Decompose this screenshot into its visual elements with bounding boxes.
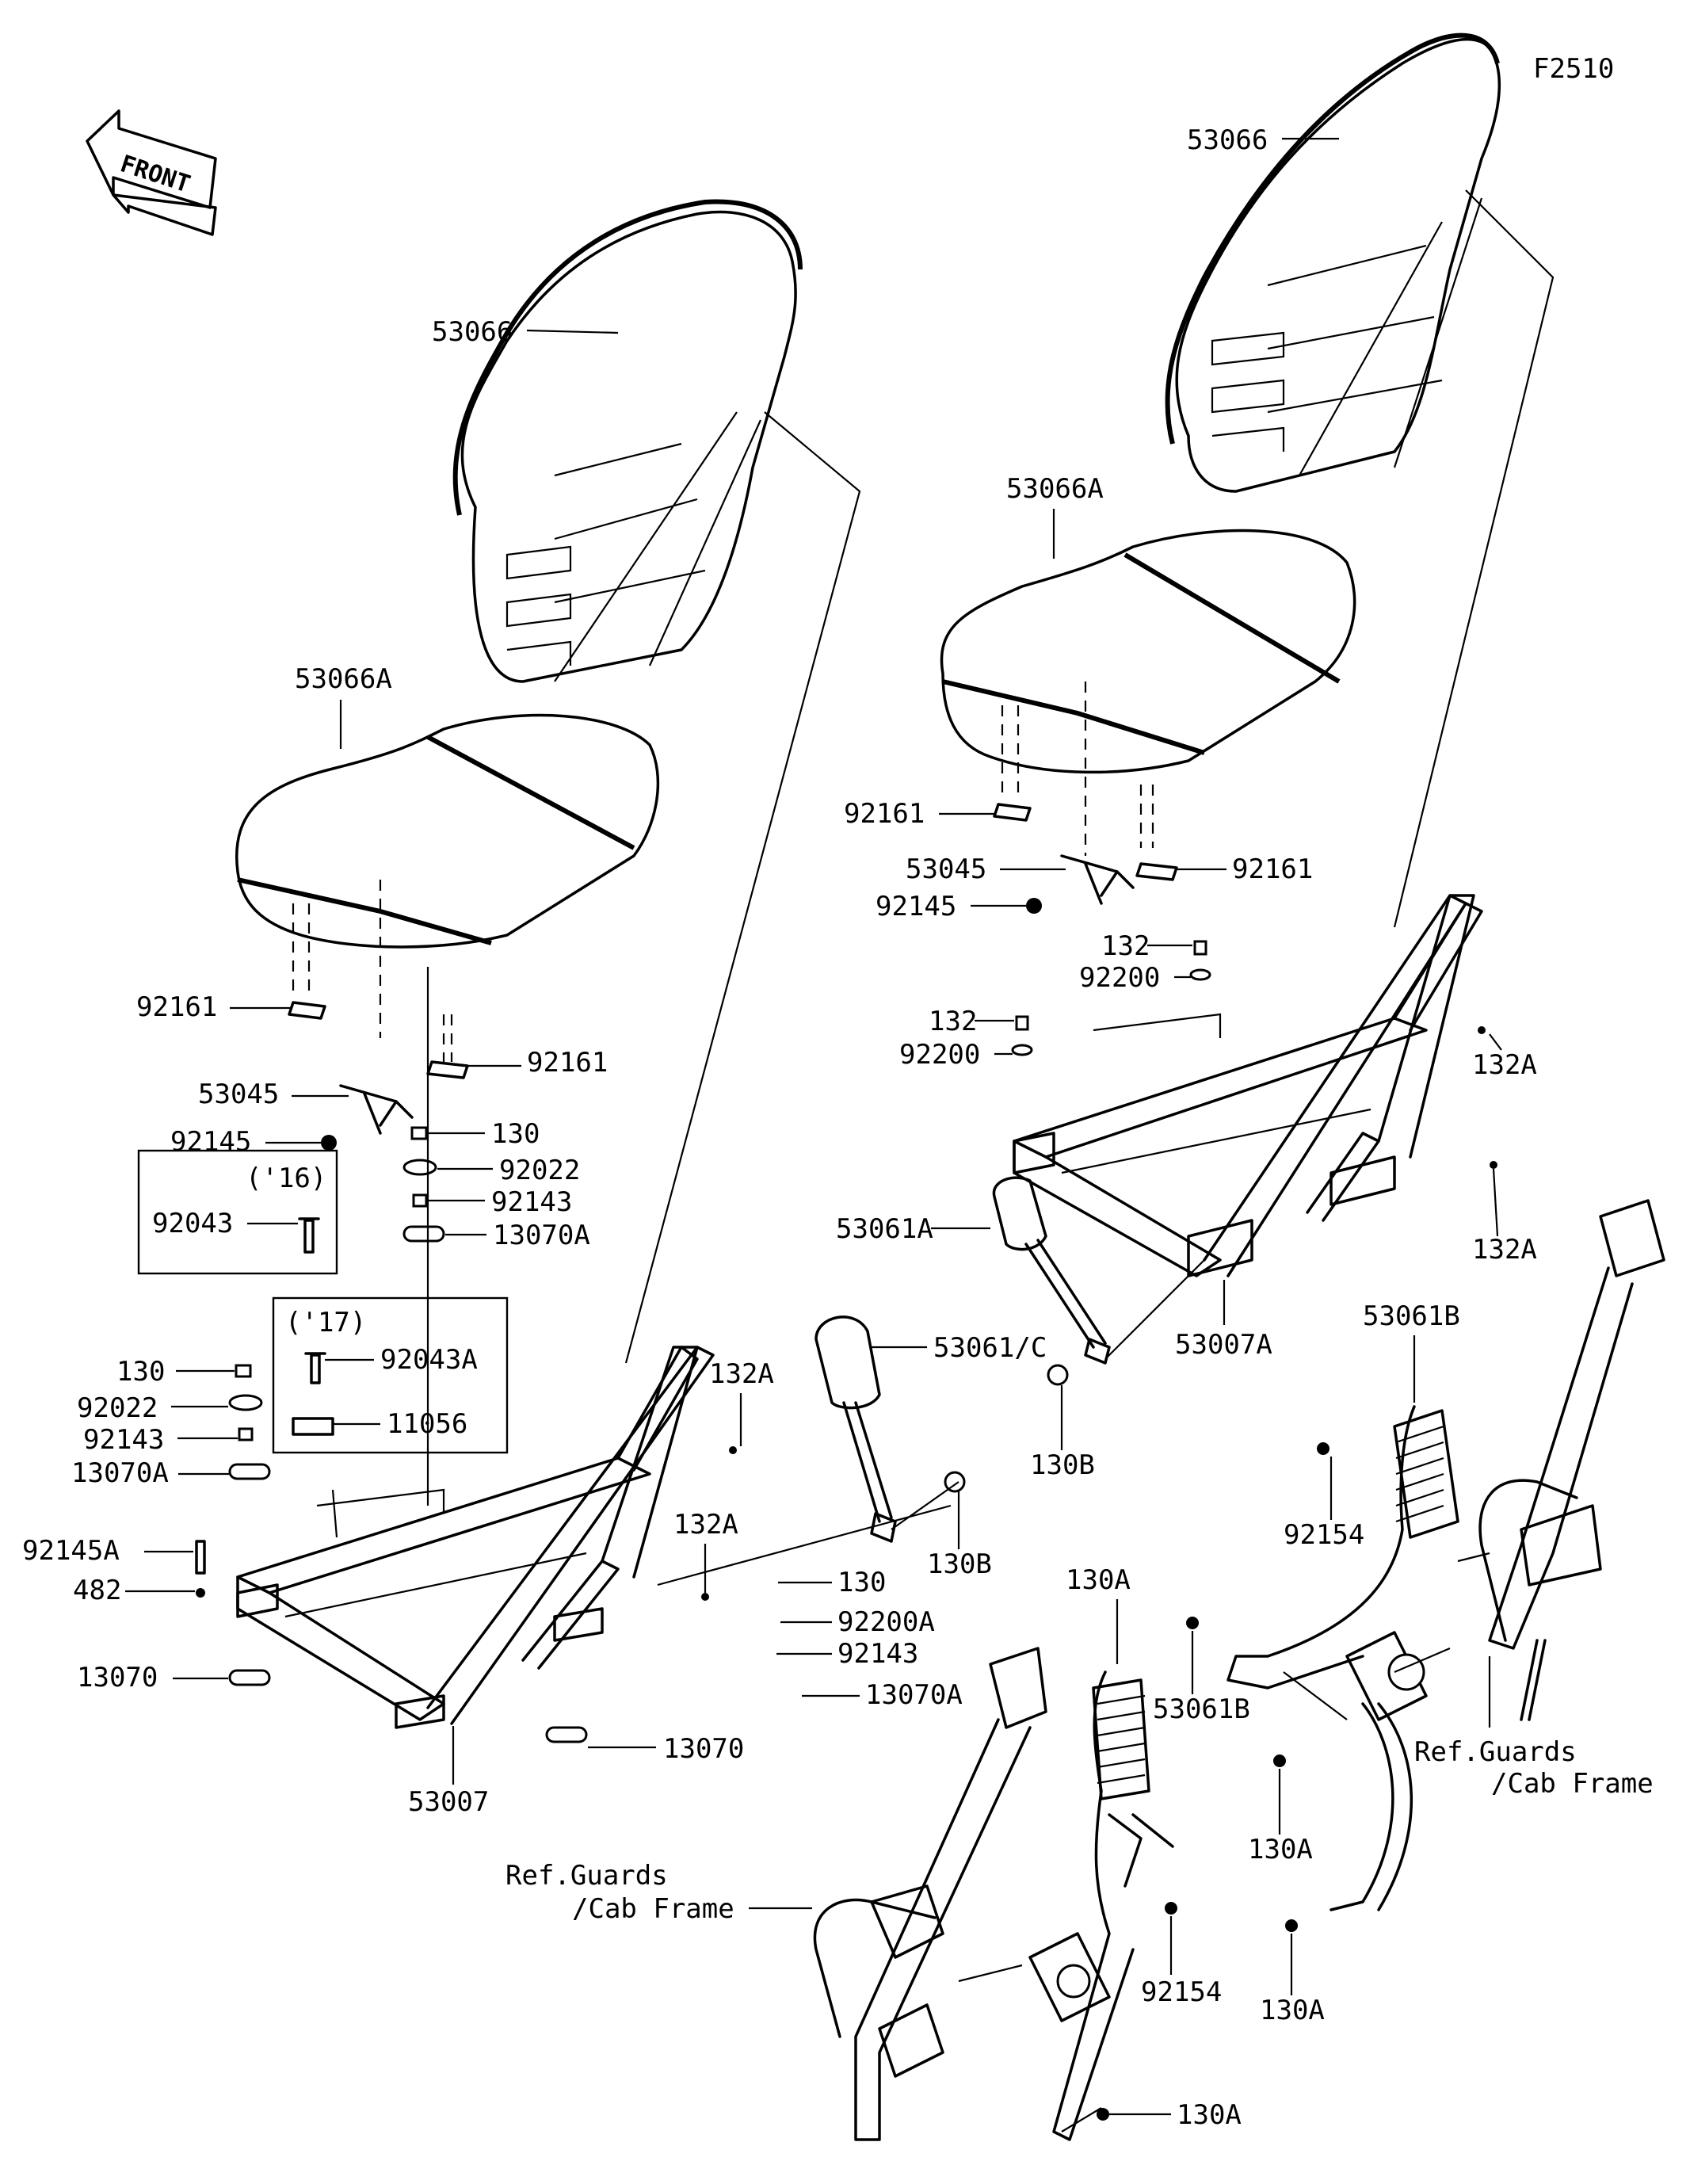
label-53061b-left: 130A bbox=[1066, 1564, 1131, 1596]
label-92161-left-b: 92161 bbox=[527, 1047, 608, 1079]
label-92043a: 92043A bbox=[380, 1344, 478, 1376]
bolt-92043a bbox=[304, 1352, 326, 1384]
note-17-text: ('17) bbox=[285, 1307, 366, 1338]
right-fastener-stack bbox=[701, 940, 1497, 1601]
label-130a-left-a: 92154 bbox=[1141, 1976, 1222, 2008]
ref-note-left-line2: /Cab Frame bbox=[572, 1893, 734, 1925]
front-arrow-icon: FRONT bbox=[86, 109, 217, 236]
figure-id: F2510 bbox=[1533, 53, 1614, 85]
ref-note-right-line2: /Cab Frame bbox=[1491, 1768, 1654, 1800]
label-53066a-right: 53066A bbox=[1006, 473, 1104, 505]
label-53061b-right: 53061B bbox=[1363, 1300, 1460, 1332]
label-92043: 92043 bbox=[152, 1208, 233, 1239]
ref-note-right: Ref.Guards /Cab Frame bbox=[1414, 1656, 1654, 1800]
label-92143-top: 92143 bbox=[491, 1186, 572, 1218]
left-seat-back bbox=[452, 199, 803, 683]
label-53061a: 53061A bbox=[836, 1213, 933, 1245]
label-53007: 53007 bbox=[408, 1786, 489, 1818]
left-latch-53045 bbox=[339, 1084, 414, 1135]
left-seat-cushion bbox=[235, 713, 660, 1062]
label-92022-left: 92022 bbox=[77, 1392, 158, 1424]
label-53045-left: 53045 bbox=[198, 1079, 279, 1110]
label-92161-right-a: 92161 bbox=[844, 798, 925, 830]
label-53066-left: 53066 bbox=[432, 316, 513, 348]
label-482: 482 bbox=[73, 1575, 121, 1606]
right-seat-frame-53007a bbox=[1013, 894, 1483, 1277]
left-bracket-92161-a bbox=[288, 1001, 326, 1020]
label-132a-mid-bottom: 132A bbox=[673, 1509, 738, 1541]
bolt-92043 bbox=[298, 1217, 320, 1254]
label-130a-right-a: 130A bbox=[1248, 1834, 1313, 1865]
label-53066a-left: 53066A bbox=[295, 663, 392, 695]
left-cab-frame bbox=[813, 1647, 1047, 2141]
note-16-text: ('16) bbox=[246, 1163, 326, 1194]
label-130-top: 130 bbox=[491, 1118, 540, 1150]
right-latch-53045 bbox=[1060, 854, 1135, 905]
left-spring-92145 bbox=[321, 1135, 337, 1151]
label-132a-right-bottom: 132A bbox=[1472, 1234, 1537, 1266]
ref-note-right-line1: Ref.Guards bbox=[1414, 1736, 1577, 1768]
label-92161-right-b: 92161 bbox=[1232, 853, 1313, 885]
label-132-top: 132 bbox=[1101, 930, 1150, 962]
ref-note-left-line1: Ref.Guards bbox=[505, 1860, 668, 1892]
label-92145a: 92145A bbox=[22, 1535, 120, 1567]
label-53061c: 53061/C bbox=[933, 1332, 1047, 1364]
label-13070-left: 13070 bbox=[77, 1662, 158, 1693]
ref-note-left: Ref.Guards /Cab Frame bbox=[505, 1860, 812, 1925]
note-box-16 bbox=[137, 1149, 338, 1275]
label-132a-right-top: 132A bbox=[1472, 1049, 1537, 1081]
right-cab-frame bbox=[1478, 1199, 1665, 1721]
right-spring-92145 bbox=[1026, 898, 1042, 914]
label-130-left: 130 bbox=[116, 1356, 165, 1388]
label-130b-right: 130B bbox=[1030, 1449, 1095, 1481]
right-bracket-92161-a bbox=[993, 803, 1032, 822]
left-bracket-92161-b bbox=[426, 1060, 469, 1079]
right-seat-back bbox=[1165, 32, 1501, 493]
label-130b-mid: 130B bbox=[927, 1548, 992, 1580]
label-92154-left: 53061B bbox=[1153, 1693, 1250, 1725]
label-53007a: 53007A bbox=[1175, 1329, 1272, 1361]
left-seatbelt-53061b bbox=[1028, 1670, 1174, 2141]
label-132-mid: 132 bbox=[929, 1006, 977, 1037]
buckle-53061a bbox=[992, 1176, 1111, 1386]
left-fastener-stack bbox=[195, 1126, 588, 1743]
label-53066-right: 53066 bbox=[1187, 124, 1268, 156]
label-13070a-left: 13070A bbox=[71, 1457, 169, 1489]
note-box-17 bbox=[272, 1296, 509, 1454]
label-130-mid: 130 bbox=[837, 1567, 886, 1598]
label-130a-left-b: 130A bbox=[1177, 2099, 1242, 2131]
label-13070-mid: 13070 bbox=[663, 1733, 744, 1765]
label-92145-left: 92145 bbox=[170, 1126, 251, 1158]
right-bracket-92161-b bbox=[1135, 862, 1178, 881]
label-130a-right-b: 130A bbox=[1260, 1995, 1325, 2026]
label-13070a-top: 13070A bbox=[493, 1220, 590, 1251]
right-seat-cushion bbox=[940, 529, 1356, 856]
label-92161-left-a: 92161 bbox=[136, 991, 217, 1023]
part-labels: 53066 53066A 92161 53045 92145 92161 130… bbox=[22, 124, 1537, 2131]
label-13070a-mid: 13070A bbox=[865, 1679, 963, 1711]
label-92143-mid: 92143 bbox=[837, 1638, 918, 1670]
label-92200-mid: 92200 bbox=[899, 1039, 980, 1071]
label-92154-right: 92154 bbox=[1284, 1519, 1364, 1551]
label-92200-top: 92200 bbox=[1079, 962, 1160, 994]
label-11056: 11056 bbox=[387, 1408, 467, 1440]
label-92145-right: 92145 bbox=[876, 891, 956, 922]
label-53045-right: 53045 bbox=[906, 853, 986, 885]
left-seat-frame-53007 bbox=[236, 1346, 715, 1729]
label-92143-left: 92143 bbox=[83, 1424, 164, 1456]
label-132a-mid-top: 132A bbox=[709, 1358, 774, 1390]
label-92022-top: 92022 bbox=[499, 1155, 580, 1186]
label-92200a: 92200A bbox=[837, 1606, 935, 1638]
bracket-11056 bbox=[292, 1417, 334, 1436]
